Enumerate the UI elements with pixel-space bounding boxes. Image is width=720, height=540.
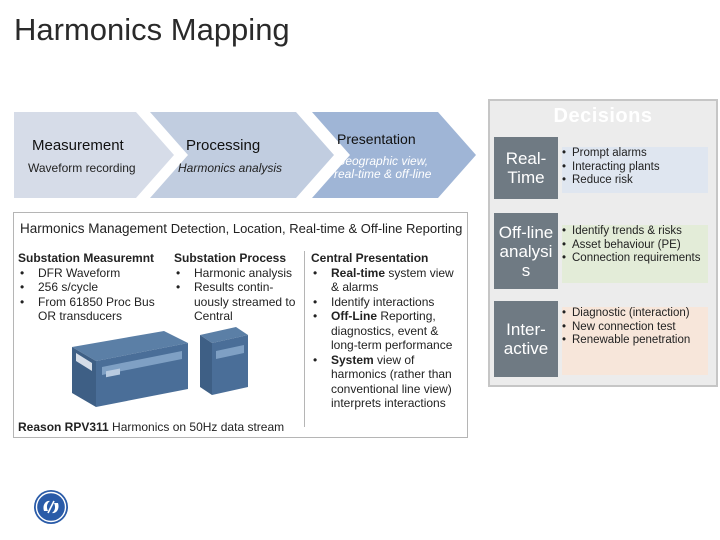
- management-heading-main: Harmonics Management: [20, 221, 168, 236]
- stage-measurement-title: Measurement: [32, 137, 124, 154]
- process-chevrons: [14, 112, 476, 198]
- list-item: Identify trends & risks: [562, 225, 708, 239]
- stage-processing-title: Processing: [186, 137, 261, 154]
- stage-presentation-subtitle-1: Geographic view,: [336, 154, 429, 168]
- list-item: Interacting plants: [562, 161, 708, 175]
- column-title: Substation Measuremnt: [18, 251, 155, 265]
- decisions-panel: Decisions Real-Time Prompt alarms Intera…: [488, 99, 718, 387]
- label-line: Inter-: [506, 320, 546, 339]
- list-item: New connection test: [562, 321, 708, 335]
- decision-list-real-time: Prompt alarms Interacting plants Reduce …: [562, 147, 708, 193]
- management-heading-rest: Detection, Location, Real-time & Off-lin…: [170, 221, 463, 236]
- label-line: active: [503, 339, 549, 358]
- item-text: Identify interactions: [331, 294, 435, 309]
- chevron-processing: [150, 112, 334, 198]
- decision-label-real-time: Real-Time: [494, 137, 558, 199]
- column-title: Substation Process: [174, 251, 287, 265]
- decision-list-interactive: Diagnostic (interaction) New connection …: [562, 307, 708, 375]
- list-item: Harmonic analysis: [174, 266, 304, 281]
- column-title: Central Presentation: [311, 251, 429, 265]
- label-line: Time: [507, 168, 545, 187]
- list-item: Diagnostic (interaction): [562, 307, 708, 321]
- label-line: analysi: [499, 241, 553, 261]
- item-bold: Off-Line: [331, 309, 377, 323]
- chevron-presentation: [312, 112, 476, 198]
- item-bold: Real-time: [331, 265, 386, 280]
- item-text: Reporting, diagnostics, event & long-ter…: [331, 309, 453, 352]
- list-item: Identify interactions: [311, 295, 463, 310]
- item-text: system view & alarms: [331, 265, 454, 295]
- list-item: 256 s/cycle: [18, 280, 168, 295]
- chevron-measurement: [14, 112, 174, 198]
- stage-measurement-subtitle: Waveform recording: [28, 161, 136, 175]
- list-item: Asset behaviour (PE): [562, 239, 708, 253]
- column-central-presentation: Central Presentation Real-time system vi…: [304, 251, 463, 427]
- decision-label-interactive: Inter-active: [494, 301, 558, 377]
- list-item: From 61850 Proc Bus OR transducers: [18, 295, 168, 324]
- list-item: Reduce risk: [562, 174, 708, 188]
- item-bold: System: [331, 352, 374, 367]
- label-line: Off-line: [498, 222, 554, 242]
- page-title: Harmonics Mapping: [14, 12, 290, 47]
- device-caption: Reason RPV311 Harmonics on 50Hz data str…: [18, 420, 284, 434]
- ge-logo-icon: [34, 490, 68, 524]
- stage-presentation-subtitle-2: real-time & off-line: [334, 167, 432, 181]
- item-text: view of harmonics (rather than conventio…: [331, 352, 452, 411]
- list-item: DFR Waveform: [18, 266, 168, 281]
- column-substation-process: Substation Process Harmonic analysis Res…: [174, 251, 304, 324]
- management-heading: Harmonics Management Detection, Location…: [20, 221, 462, 236]
- caption-bold: Reason RPV311: [18, 420, 109, 434]
- process-band: Measurement Waveform recording Processin…: [14, 112, 476, 198]
- harmonics-management-panel: Harmonics Management Detection, Location…: [13, 212, 468, 438]
- recorder-device-icon: [72, 327, 248, 407]
- decision-list-off-line: Identify trends & risks Asset behaviour …: [562, 225, 708, 283]
- stage-presentation-title: Presentation: [337, 131, 416, 147]
- list-item: System view of harmonics (rather than co…: [311, 353, 463, 411]
- list-item: Off-Line Reporting, diagnostics, event &…: [311, 309, 463, 353]
- decisions-title: Decisions: [553, 105, 653, 127]
- stage-processing-subtitle: Harmonics analysis: [178, 161, 283, 175]
- list-item: Renewable penetration: [562, 334, 708, 348]
- column-substation-measurement: Substation Measuremnt DFR Waveform 256 s…: [18, 251, 168, 324]
- caption-text: Harmonics on 50Hz data stream: [108, 420, 285, 434]
- list-item: Prompt alarms: [562, 147, 708, 161]
- list-item: Real-time system view & alarms: [311, 266, 463, 295]
- list-item: Results contin-uously streamed to Centra…: [174, 280, 304, 324]
- list-item: Connection requirements: [562, 252, 708, 266]
- label-line: s: [521, 260, 531, 280]
- label-line: Real-: [505, 149, 547, 168]
